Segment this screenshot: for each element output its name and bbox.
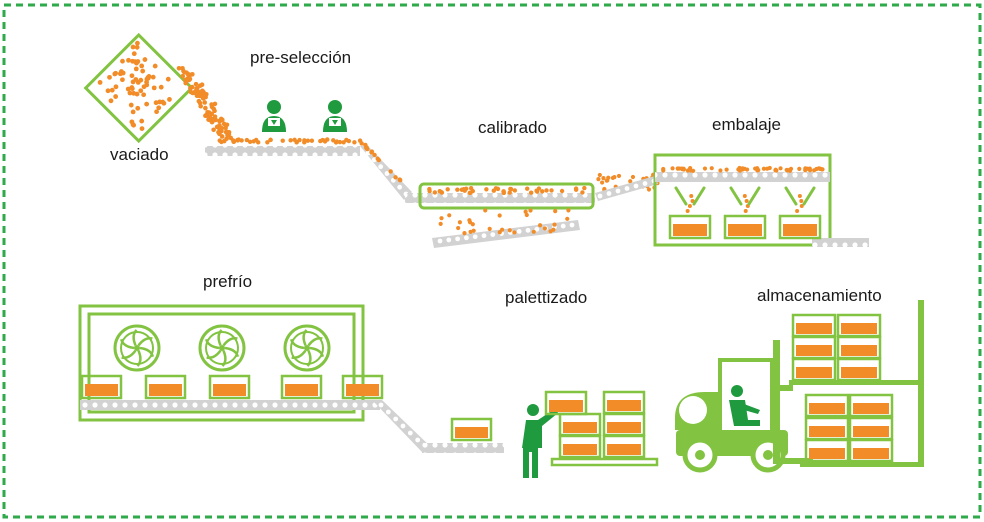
- worker-icon: [323, 100, 347, 132]
- crate-icon: [341, 374, 384, 400]
- step-label-almacenamiento: almacenamiento: [757, 286, 882, 305]
- crate-icon: [836, 357, 882, 382]
- crate-icon: [450, 417, 493, 442]
- conveyor-belt: [372, 400, 504, 453]
- crate-icon: [848, 393, 894, 418]
- pallet-stack: [544, 390, 659, 467]
- step-label-calibrado: calibrado: [478, 118, 547, 137]
- crate-icon: [208, 374, 251, 400]
- crate-icon: [848, 416, 894, 441]
- step-label-preseleccion: pre-selección: [250, 48, 352, 67]
- crate-icon: [804, 393, 850, 418]
- crate-icon: [791, 313, 837, 338]
- crate-icon: [558, 412, 602, 437]
- fan-icon: [283, 324, 331, 372]
- crate-icon: [144, 374, 187, 400]
- step-label-embalaje: embalaje: [712, 115, 781, 134]
- cooling-chamber: [78, 304, 384, 422]
- crate-icon: [848, 438, 894, 463]
- crate-icon: [778, 214, 822, 240]
- crate-icon: [804, 438, 850, 463]
- worker-icon: [262, 100, 286, 132]
- conveyor-belt: [595, 176, 658, 201]
- storage-rack: [789, 300, 924, 467]
- conveyor-belt: [205, 137, 412, 200]
- crate-icon: [836, 313, 882, 338]
- crate-icon: [804, 416, 850, 441]
- forklift-icon: [675, 340, 813, 473]
- crate-icon: [280, 374, 323, 400]
- worker-icon: [522, 404, 558, 478]
- crate-icon: [791, 357, 837, 382]
- sizing-machine: [405, 172, 660, 248]
- fan-icon: [113, 324, 161, 372]
- step-label-palettizado: palettizado: [505, 288, 588, 307]
- crate-icon: [80, 374, 123, 400]
- crate-icon: [723, 214, 767, 240]
- step-label-vaciado: vaciado: [110, 145, 169, 164]
- crate-icon: [558, 434, 602, 459]
- crate-icon: [836, 335, 882, 360]
- crate-icon: [602, 412, 646, 437]
- crate-icon: [668, 214, 712, 240]
- dumping-bin: [83, 32, 234, 144]
- crate-icon: [791, 335, 837, 360]
- fan-icon: [198, 324, 246, 372]
- packing-station: [653, 153, 869, 247]
- crate-icon: [602, 390, 646, 415]
- crate-icon: [602, 434, 646, 459]
- step-label-prefrio: prefrío: [203, 272, 253, 291]
